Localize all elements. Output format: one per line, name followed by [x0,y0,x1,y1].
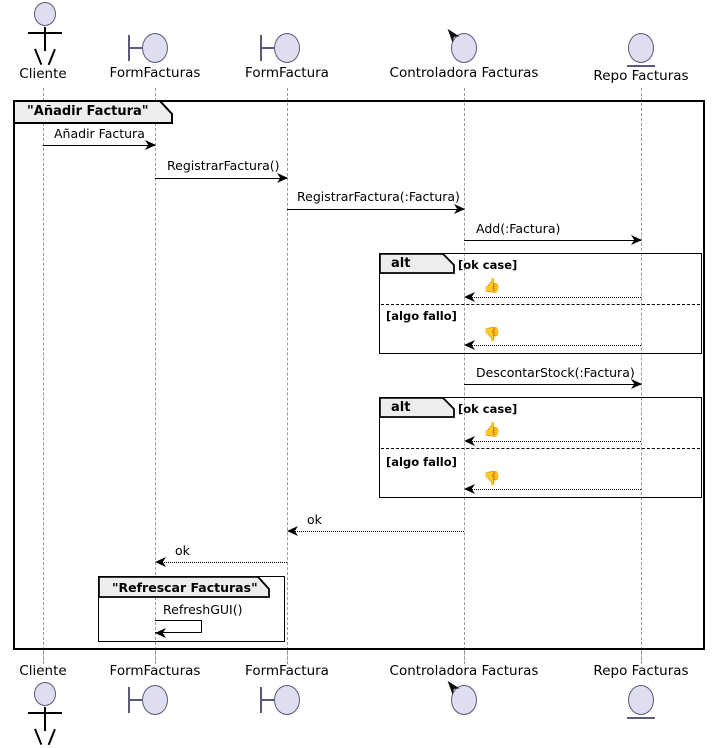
fragment-anadir-factura-tag [13,100,173,124]
boundary-icon [227,684,347,718]
lifeline-stub-formfactura [287,650,288,664]
participant-formfactura-head[interactable]: FormFactura [227,32,347,81]
fragment-alt-2-divider [381,448,700,449]
boundary-icon [95,684,215,718]
fragment-alt-1-divider [381,304,700,305]
message-label-descontarstock: DescontarStock(:Factura) [476,365,635,380]
arrowhead-left-icon [287,526,298,536]
boundary-icon [227,32,347,66]
lifeline-controladora [464,88,465,660]
participant-label: Cliente [19,66,67,82]
participant-formfactura-foot[interactable]: FormFactura [227,664,347,718]
arrowhead-right-icon [277,173,288,183]
message-line-reply-ok-2 [469,441,641,442]
message-label-anadir-factura: Añadir Factura [54,126,145,141]
participant-label: FormFacturas [109,65,201,81]
participant-label: FormFactura [245,65,329,81]
message-line-reply-fail-2 [469,489,641,490]
fragment-anadir-factura[interactable] [13,100,705,650]
fragment-alt-1-tag [379,253,455,274]
actor-icon [15,682,71,746]
message-label-ok-2: ok [175,543,190,558]
message-line-reply-fail-1 [469,345,641,346]
fragment-anadir-factura-label: "Añadir Factura" [27,104,149,119]
entity-icon [581,684,701,719]
participant-cliente-head[interactable]: Cliente [15,2,71,82]
fragment-alt-1-operator: alt [391,256,411,271]
self-message-refreshgui [155,620,202,633]
arrowhead-left-icon [464,340,475,350]
arrowhead-left-icon [464,484,475,494]
arrowhead-left-icon [155,557,166,567]
arrowhead-left-icon [464,292,475,302]
participant-label: Controladora Facturas [389,65,539,81]
message-label-ok-1: ok [307,512,322,527]
thumbs-up-icon: 👍 [483,422,501,438]
control-arrow-icon [447,681,460,695]
participant-controladora-head[interactable]: Controladora Facturas [384,29,544,81]
participant-controladora-foot[interactable]: Controladora Facturas [384,664,544,718]
thumbs-down-icon: 👎 [483,327,501,343]
fragment-alt-2-guard-fallo: [algo fallo] [386,455,457,469]
message-line-registrarfactura [155,178,287,179]
participant-cliente-foot[interactable]: Cliente [15,663,71,746]
fragment-refrescar-facturas-label: "Refrescar Facturas" [112,580,258,595]
participant-repo-head[interactable]: Repo Facturas [581,32,701,84]
arrowhead-left-icon [155,628,166,638]
message-label-registrarfactura-factura: RegistrarFactura(:Factura) [297,189,460,204]
lifeline-cliente [43,88,44,660]
thumbs-up-icon: 👍 [483,278,501,294]
fragment-alt-1-guard-ok: [ok case] [458,258,518,272]
fragment-alt-2-guard-ok: [ok case] [458,402,518,416]
lifeline-formfactura [287,88,288,660]
thumbs-down-icon: 👎 [483,471,501,487]
message-line-registrarfactura-factura [287,209,464,210]
participant-label: FormFacturas [109,663,201,679]
fragment-alt-2-tag [379,397,455,418]
message-label-add-factura: Add(:Factura) [476,221,561,236]
fragment-alt-2[interactable] [379,397,702,498]
lifeline-stub-formfacturas [155,650,156,664]
participant-label: Controladora Facturas [389,663,539,679]
fragment-refrescar-facturas-tag [98,576,270,598]
message-line-reply-ok-1 [469,297,641,298]
entity-icon [581,32,701,67]
arrowhead-right-icon [631,379,642,389]
participant-repo-foot[interactable]: Repo Facturas [581,663,701,719]
control-icon [384,681,544,718]
arrowhead-right-icon [454,204,465,214]
participant-label: Cliente [19,663,67,679]
fragment-alt-2-operator: alt [391,400,411,415]
message-line-descontarstock [464,384,641,385]
message-line-add-factura [464,240,641,241]
message-line-ok-1 [292,531,464,532]
participant-formfacturas-foot[interactable]: FormFacturas [95,664,215,718]
actor-icon [15,2,71,66]
arrowhead-left-icon [464,436,475,446]
message-label-refreshgui: RefreshGUI() [163,602,243,617]
fragment-alt-1-guard-fallo: [algo fallo] [386,309,457,323]
control-arrow-icon [447,29,460,43]
participant-formfacturas-head[interactable]: FormFacturas [95,32,215,81]
message-label-registrarfactura: RegistrarFactura() [167,158,280,173]
message-line-ok-2 [160,562,287,563]
lifeline-repo [641,88,642,660]
message-line-anadir-factura [43,145,155,146]
participant-label: Repo Facturas [593,663,689,679]
fragment-alt-1[interactable] [379,253,702,354]
arrowhead-right-icon [631,235,642,245]
control-icon [384,29,544,66]
arrowhead-right-icon [145,140,156,150]
lifeline-stub-cliente [43,650,44,664]
boundary-icon [95,32,215,66]
participant-label: Repo Facturas [593,68,689,84]
participant-label: FormFactura [245,663,329,679]
lifeline-formfacturas [155,88,156,660]
lifeline-stub-controladora [464,650,465,664]
lifeline-stub-repo [641,650,642,664]
